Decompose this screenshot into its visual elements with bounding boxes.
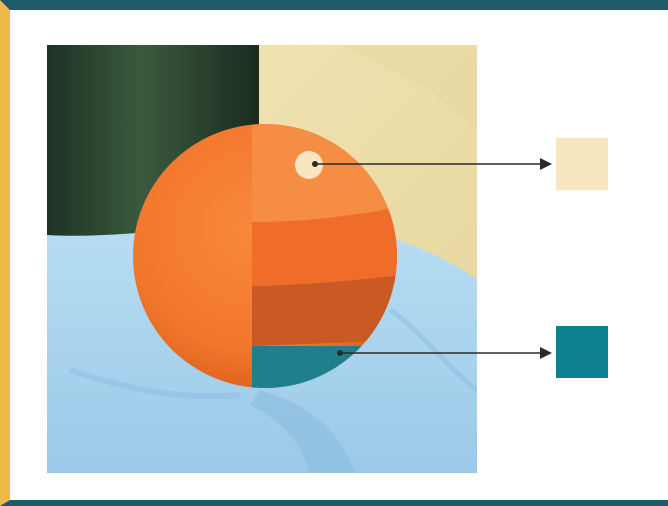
highlight-swatch <box>556 138 608 190</box>
orange-color-diagram <box>10 10 668 500</box>
arrow-right-icon <box>540 347 552 359</box>
highlight-spot <box>295 151 323 179</box>
shadow-swatch <box>556 326 608 378</box>
arrow-right-icon <box>540 158 552 170</box>
